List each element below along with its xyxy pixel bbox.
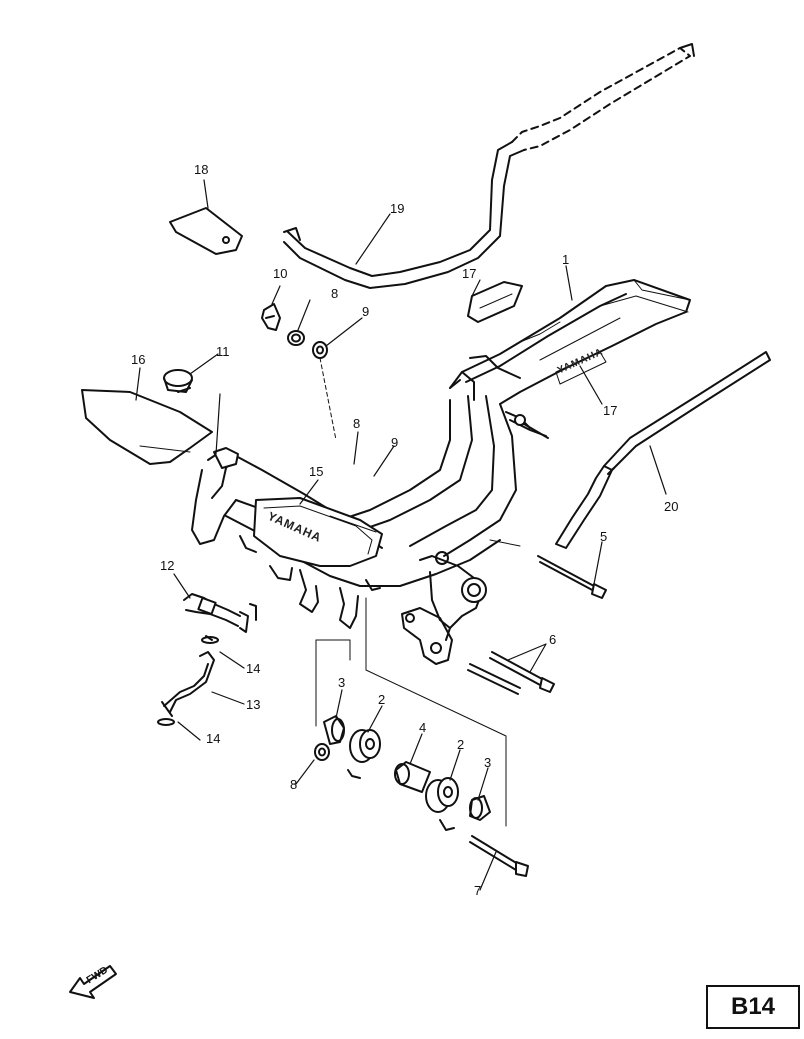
- callout-7: 7: [474, 883, 482, 898]
- part-11-cap: [163, 369, 193, 393]
- callout-8-mid: 8: [353, 416, 361, 431]
- callout-17-upper: 17: [462, 266, 477, 281]
- callout-19: 19: [390, 201, 405, 216]
- callout-14-upper: 14: [246, 661, 261, 676]
- part-14-clip-upper: [201, 635, 219, 644]
- part-17-decal-side: [555, 351, 607, 385]
- part-9-washer-upper: [312, 341, 328, 359]
- part-6-bolts: [467, 651, 555, 695]
- leader-9-down: [319, 357, 337, 441]
- part-5-bolt: [537, 555, 607, 599]
- page-code-box: B14: [706, 985, 800, 1029]
- part-7-bolt: [469, 835, 529, 877]
- callout-9-mid: 9: [391, 435, 399, 450]
- part-8-nut-lower: [314, 743, 330, 761]
- callout-4: 4: [419, 720, 427, 735]
- callout-1: 1: [562, 252, 570, 267]
- leader-box: [315, 539, 521, 827]
- callout-20: 20: [664, 499, 679, 514]
- part-2-damper-right: [425, 777, 459, 831]
- callout-14-lower: 14: [206, 731, 221, 746]
- part-4-collar: [394, 761, 431, 793]
- part-15-panel: [253, 497, 383, 567]
- callout-12: 12: [160, 558, 175, 573]
- callout-11: 11: [216, 344, 230, 359]
- part-17-decal-upper: [467, 281, 523, 323]
- callout-3-left: 3: [338, 675, 346, 690]
- callout-15: 15: [309, 464, 324, 479]
- part-3-bushing-left: [323, 715, 345, 745]
- callout-10: 10: [273, 266, 288, 281]
- part-13-hose: [161, 651, 215, 717]
- callout-13: 13: [246, 697, 261, 712]
- part-8-nut-upper: [287, 330, 305, 346]
- callout-2-right: 2: [457, 737, 465, 752]
- callout-8-lower: 8: [290, 777, 298, 792]
- part-3-bushing-right: [469, 795, 491, 821]
- part-16-shield: [81, 389, 213, 465]
- callout-18: 18: [194, 162, 209, 177]
- part-1-frame: [191, 279, 691, 665]
- part-2-damper-left: [347, 729, 381, 779]
- part-18-plate: [169, 207, 243, 255]
- callout-17-side: 17: [603, 403, 618, 418]
- part-20-rail: [555, 351, 771, 549]
- callout-leaders: [135, 179, 667, 891]
- callout-2-left: 2: [378, 692, 386, 707]
- part-14-clip-lower: [157, 718, 175, 726]
- part-12-fitting: [183, 593, 257, 633]
- callout-8-upper: 8: [331, 286, 339, 301]
- callout-3-right: 3: [484, 755, 492, 770]
- callout-5: 5: [600, 529, 608, 544]
- part-10-clamp: [261, 303, 281, 331]
- callout-16: 16: [131, 352, 146, 367]
- fwd-arrow-icon: [69, 965, 117, 999]
- callout-9-upper: 9: [362, 304, 370, 319]
- part-19-rail: [283, 43, 695, 289]
- callout-6: 6: [549, 632, 557, 647]
